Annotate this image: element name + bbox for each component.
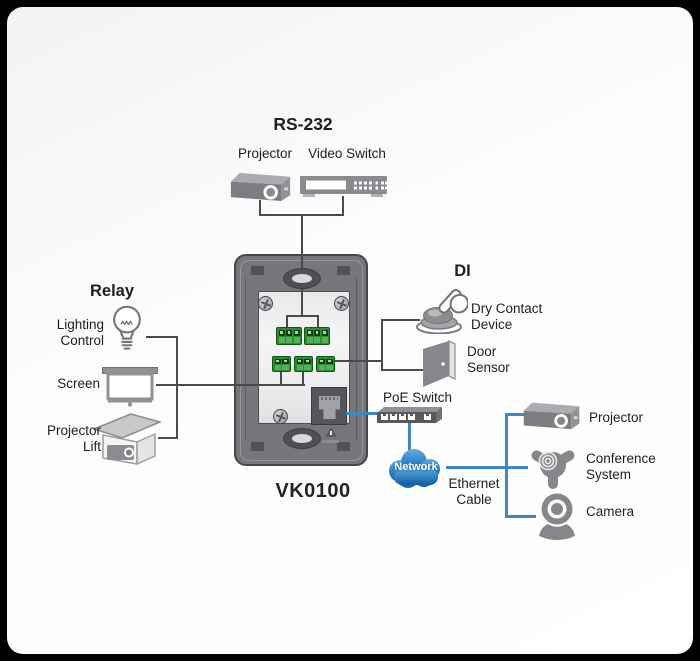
terminal-block-rs232	[304, 327, 330, 345]
plate-corner-tab	[251, 442, 264, 451]
relay-connector-line	[158, 437, 177, 439]
terminal-block-relay	[272, 356, 291, 372]
mounting-hole	[283, 428, 321, 449]
video-switch-icon	[300, 176, 387, 197]
ethernet-line	[346, 412, 377, 415]
ethernet-line	[408, 423, 411, 455]
screw-icon	[273, 409, 288, 424]
projector-network-label: Projector	[589, 410, 644, 425]
conference-system-label: Conference System	[586, 451, 656, 482]
door-sensor-icon	[423, 340, 456, 387]
lightbulb-icon	[113, 305, 141, 350]
screw-icon	[334, 296, 349, 311]
rs232-projector-label: Projector	[237, 146, 293, 161]
rj45-port	[311, 387, 347, 425]
relay-connector-line	[146, 336, 177, 338]
plate-seam	[356, 278, 357, 440]
network-cloud-label: Network	[394, 461, 438, 473]
certification-mark	[322, 440, 339, 443]
ethernet-line	[505, 413, 524, 416]
model-label: VK0100	[275, 480, 351, 502]
ethernet-line	[446, 466, 528, 469]
terminal-block-rs232	[276, 327, 302, 345]
network-cloud-icon	[389, 449, 440, 488]
plate-seam	[245, 278, 246, 440]
plate-corner-tab	[337, 442, 350, 451]
rj45-pins	[321, 397, 338, 400]
relay-connector-line	[280, 371, 282, 385]
di-connector-line	[335, 360, 383, 362]
rs232-connector-line	[286, 315, 319, 317]
projector-icon	[230, 172, 291, 202]
rs232-connector-line	[317, 315, 319, 328]
lighting-control-label: Lighting Control	[56, 317, 104, 348]
terminal-block-di	[316, 356, 335, 372]
ethernet-line	[505, 515, 536, 518]
ethernet-cable-label: Ethernet Cable	[448, 476, 500, 507]
rs232-connector-line	[342, 196, 344, 215]
dry-contact-icon	[416, 289, 468, 334]
dry-contact-label: Dry Contact Device	[471, 301, 543, 332]
di-heading: DI	[454, 262, 471, 280]
relay-connector-line	[156, 384, 305, 386]
terminal-block-relay	[294, 356, 313, 372]
camera-label: Camera	[586, 504, 635, 519]
relay-bus-line	[176, 336, 178, 439]
mounting-hole	[283, 268, 321, 289]
poe-switch-icon	[377, 407, 442, 423]
relay-heading: Relay	[89, 282, 135, 300]
rs232-heading: RS-232	[273, 114, 333, 134]
rs232-connector-line	[286, 315, 288, 328]
di-connector-line	[381, 319, 420, 321]
plate-corner-tab	[251, 266, 264, 275]
screw-icon	[258, 296, 273, 311]
conference-system-icon	[531, 450, 575, 489]
poe-switch-label: PoE Switch	[382, 390, 453, 405]
rs232-connector-line	[301, 214, 303, 317]
webcam-icon	[539, 493, 575, 540]
projector-lift-label: Projector Lift	[46, 423, 101, 454]
di-bus-line	[381, 319, 383, 371]
projector-icon	[523, 402, 580, 430]
screen-label: Screen	[57, 376, 100, 391]
rs232-video-switch-label: Video Switch	[308, 146, 386, 161]
projection-screen-icon	[102, 367, 158, 407]
ethernet-bus-line	[505, 413, 508, 518]
relay-connector-line	[302, 371, 304, 385]
door-sensor-label: Door Sensor	[467, 344, 510, 375]
caution-icon	[325, 427, 337, 437]
rj45-jack	[319, 396, 340, 419]
plate-corner-tab	[337, 266, 350, 275]
rs232-connector-line	[259, 200, 261, 215]
projector-lift-icon	[93, 413, 161, 466]
di-connector-line	[381, 369, 423, 371]
